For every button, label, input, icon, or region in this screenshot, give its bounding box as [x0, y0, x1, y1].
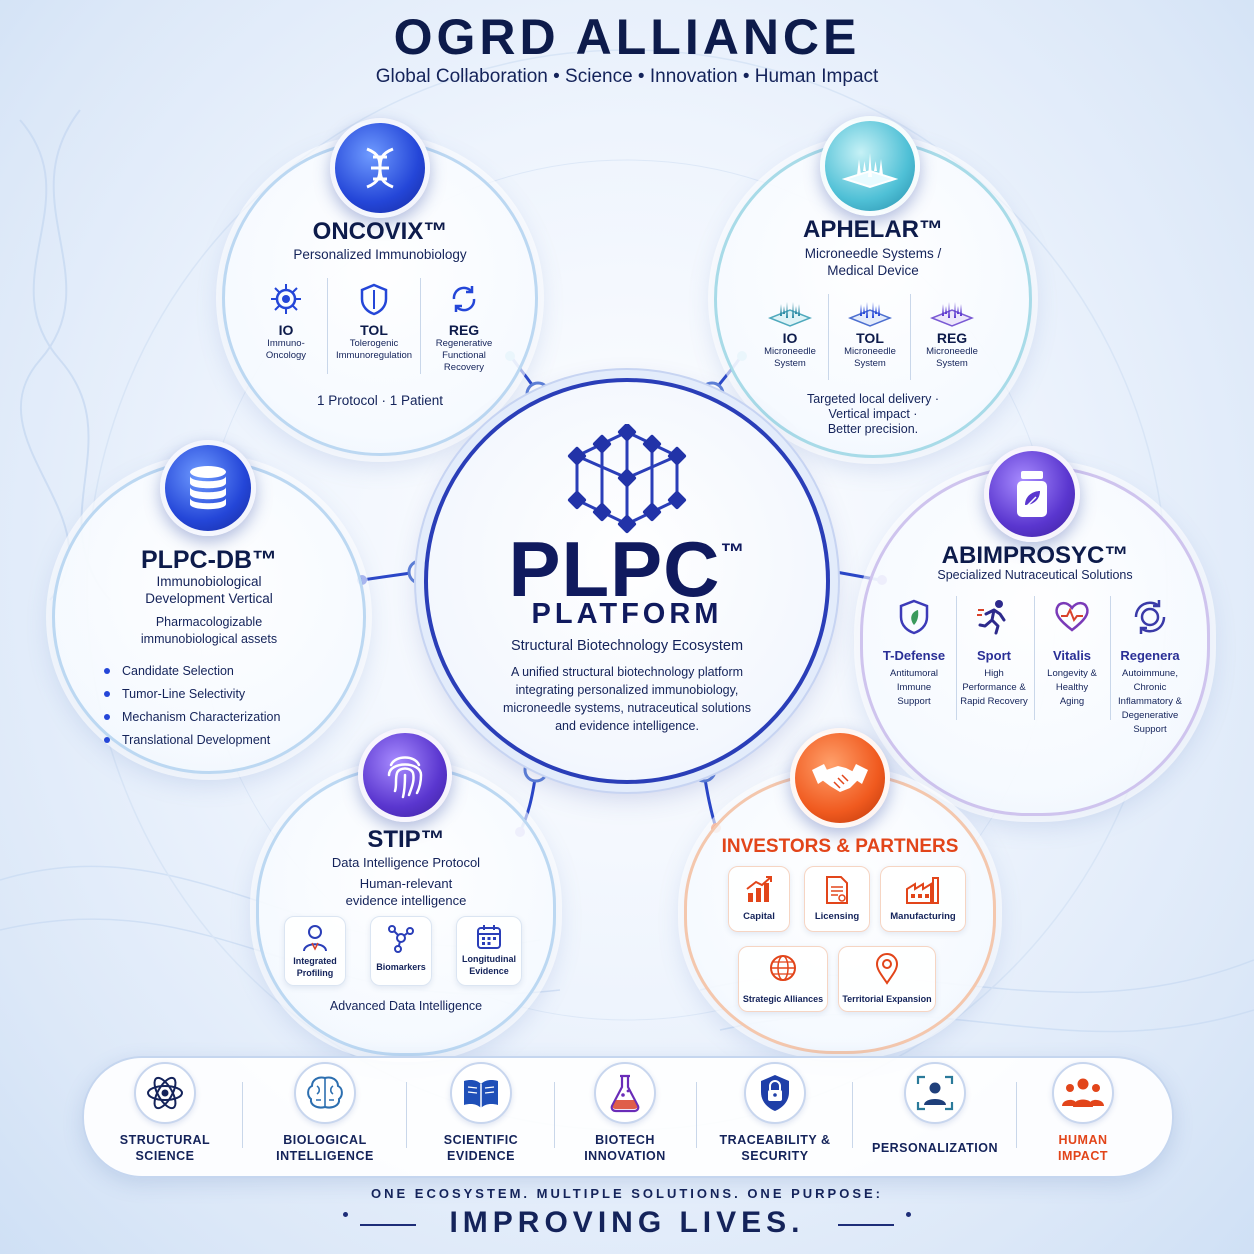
stip-subtitle: Data Intelligence Protocol — [331, 855, 481, 870]
pillar-structural-science[interactable]: STRUCTURAL SCIENCE — [90, 1062, 240, 1164]
footer-tagline: ONE ECOSYSTEM. MULTIPLE SOLUTIONS. ONE P… — [370, 1186, 883, 1201]
lock-shield-icon — [744, 1062, 806, 1124]
brain-icon — [294, 1062, 356, 1124]
oncovix-item-tol[interactable]: TOL Tolerogenic Immunoregulation — [330, 282, 418, 362]
person-profile-icon — [303, 925, 327, 952]
aphelar-subtitle: Microneedle Systems / Medical Device — [804, 246, 942, 278]
user-focus-icon — [904, 1062, 966, 1124]
abimprosyc-subtitle: Specialized Nutraceutical Solutions — [937, 568, 1133, 582]
dna-icon — [330, 118, 430, 218]
stip-item-longitudinal-evidence[interactable]: Longitudinal Evidence — [456, 916, 522, 986]
flask-icon — [594, 1062, 656, 1124]
fingerprint-icon — [358, 728, 452, 822]
oncovix-subtitle: Personalized Immunobiology — [293, 247, 467, 262]
atom-icon — [134, 1062, 196, 1124]
investors-item-capital[interactable]: Capital — [728, 866, 790, 932]
list-item: Mechanism Characterization — [104, 705, 324, 728]
plpcdb-title: PLPC-DB™ — [140, 546, 278, 574]
regenerate-icon — [1134, 600, 1166, 634]
microneedle-array-icon — [848, 302, 892, 327]
investors-item-strategic-alliances[interactable]: Strategic Alliances — [738, 946, 828, 1012]
investors-item-territorial-expansion[interactable]: Territorial Expansion — [838, 946, 936, 1012]
stip-item-biomarkers[interactable]: Biomarkers — [370, 916, 432, 986]
pillar-biological-intelligence[interactable]: BIOLOGICAL INTELLIGENCE — [250, 1062, 400, 1164]
shield-leaf-icon — [899, 599, 929, 635]
investors-item-manufacturing[interactable]: Manufacturing — [880, 866, 966, 932]
handshake-icon — [790, 728, 890, 828]
stip-footer: Advanced Data Intelligence — [329, 999, 483, 1013]
database-icon — [160, 440, 256, 536]
stip-title: STIP™ — [367, 826, 445, 853]
aphelar-item-io[interactable]: IO Microneedle System — [754, 292, 826, 370]
oncovix-item-reg[interactable]: REG Regenerative Functional Recovery — [424, 282, 504, 374]
book-icon — [450, 1062, 512, 1124]
microneedle-patch-icon — [820, 116, 920, 216]
pillar-scientific-evidence[interactable]: SCIENTIFIC EVIDENCE — [406, 1062, 556, 1164]
molecule-icon — [388, 925, 414, 953]
cell-icon — [271, 284, 301, 314]
calendar-icon — [477, 925, 501, 949]
globe-icon — [770, 955, 796, 981]
shield-icon — [360, 283, 388, 316]
stip-item-integrated-profiling[interactable]: Integrated Profiling — [284, 916, 346, 986]
abimprosyc-item-sport[interactable]: Sport High Performance & Rapid Recovery — [954, 598, 1034, 709]
aphelar-title: APHELAR™ — [802, 216, 943, 243]
list-item: Tumor-Line Selectivity — [104, 682, 324, 705]
oncovix-item-io[interactable]: IO Immuno- Oncology — [248, 282, 324, 362]
footer-headline: IMPROVING LIVES. — [449, 1206, 805, 1239]
aphelar-item-reg[interactable]: REG Microneedle System — [916, 292, 988, 370]
platform-label: PLATFORM — [531, 598, 723, 630]
abimprosyc-item-t-defense[interactable]: T-Defense Antitumoral Immune Support — [876, 598, 952, 709]
list-item: Candidate Selection — [104, 659, 324, 682]
pillar-biotech-innovation[interactable]: BIOTECH INNOVATION — [550, 1062, 700, 1164]
oncovix-footer: 1 Protocol · 1 Patient — [316, 393, 444, 408]
factory-icon — [906, 877, 939, 904]
oncovix-title: ONCOVIX™ — [312, 218, 448, 245]
core-description: A unified structural biotechnology platf… — [502, 665, 752, 733]
plpcdb-tagline: Pharmacologizable immunobiological asset… — [140, 615, 278, 646]
aphelar-footer: Targeted local delivery · Vertical impac… — [806, 392, 939, 436]
hexagon-network-icon — [567, 424, 687, 534]
stip-tagline: Human-relevant evidence intelligence — [345, 876, 467, 908]
investors-item-licensing[interactable]: Licensing — [804, 866, 870, 932]
abimprosyc-item-regenera[interactable]: Regenera Autoimmune, Chronic Inflammator… — [1112, 598, 1188, 737]
document-icon — [826, 876, 848, 904]
page-title: OGRD ALLIANCE — [393, 9, 861, 65]
plpc-title: PLPC™ — [508, 525, 746, 613]
abimprosyc-item-vitalis[interactable]: Vitalis Longevity & Healthy Aging — [1036, 598, 1108, 709]
growth-chart-icon — [746, 876, 772, 902]
microneedle-array-icon — [930, 302, 974, 327]
abimprosyc-title: ABIMPROSYC™ — [941, 542, 1129, 569]
cycle-icon — [452, 286, 476, 312]
supplement-jar-icon — [984, 446, 1080, 542]
aphelar-item-tol[interactable]: TOL Microneedle System — [834, 292, 906, 370]
investors-title: INVESTORS & PARTNERS — [721, 836, 959, 857]
plpcdb-subtitle: Immunobiological Development Vertical — [145, 574, 273, 606]
runner-icon — [977, 600, 1006, 635]
list-item: Translational Development — [104, 728, 324, 751]
plpcdb-bullet-list: Candidate Selection Tumor-Line Selectivi… — [104, 659, 324, 751]
page-subtitle: Global Collaboration • Science • Innovat… — [375, 66, 879, 87]
core-subtitle: Structural Biotechnology Ecosystem — [510, 638, 744, 654]
location-pin-icon — [875, 953, 899, 985]
pillar-human-impact[interactable]: HUMAN IMPACT — [1008, 1062, 1158, 1164]
pillar-traceability-security[interactable]: TRACEABILITY & SECURITY — [700, 1062, 850, 1164]
microneedle-array-icon — [768, 302, 812, 327]
people-icon — [1052, 1062, 1114, 1124]
heart-icon — [1055, 601, 1089, 632]
pillar-personalization[interactable]: PERSONALIZATION — [860, 1062, 1010, 1156]
